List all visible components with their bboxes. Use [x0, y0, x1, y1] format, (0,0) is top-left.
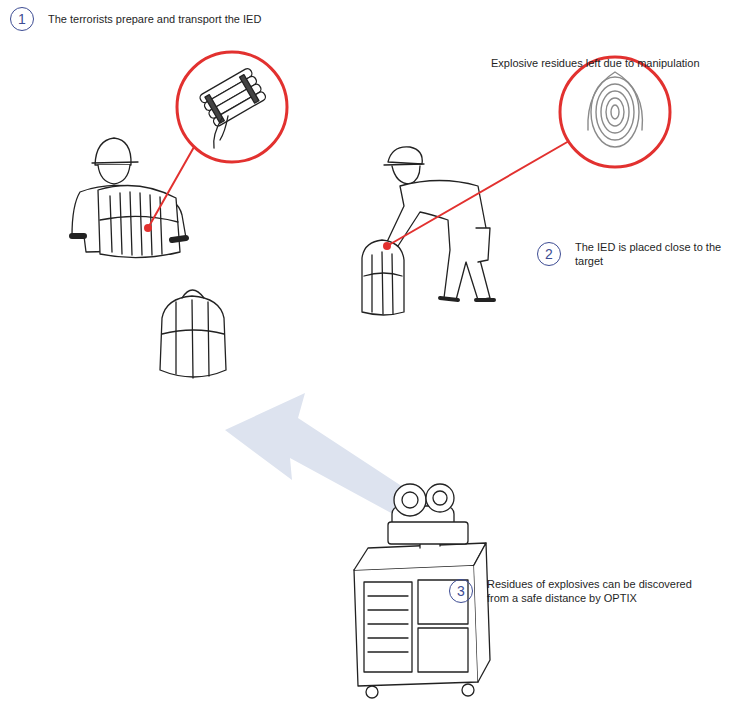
note-label: Explosive residues left due to manipulat… — [491, 56, 741, 70]
step-text: The terrorists prepare and transport the… — [48, 12, 261, 26]
backpack — [98, 186, 180, 258]
callout-number: 1 — [10, 7, 34, 31]
step-text: Residues of explosives can be discovered… — [487, 577, 709, 605]
step-text: The IED is placed close to the target — [575, 240, 747, 268]
callout-number: 2 — [537, 242, 561, 266]
step-node: 1 The terrorists prepare and transport th… — [10, 7, 350, 31]
step-node: 3 Residues of explosives can be discovere… — [449, 577, 709, 605]
scan-arrow — [225, 393, 432, 532]
callout-number: 3 — [449, 579, 473, 603]
cap — [95, 138, 131, 165]
step-node: 2 The IED is placed close to the target — [537, 240, 747, 268]
